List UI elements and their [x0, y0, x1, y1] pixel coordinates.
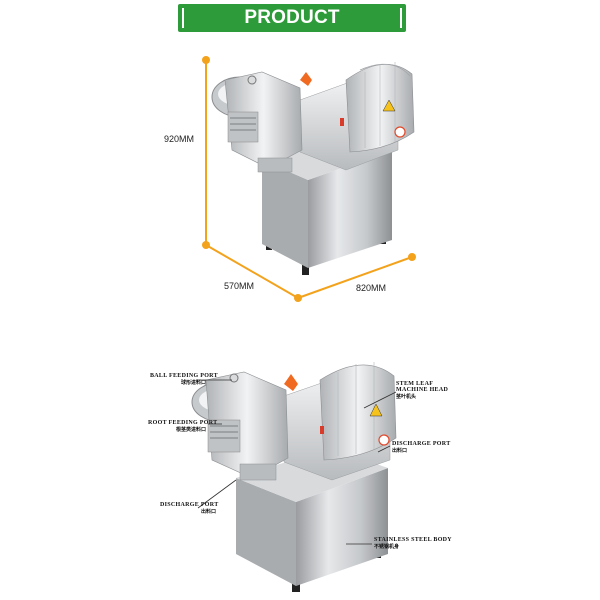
callout-discharge-port-left-cn: 出料口 — [200, 510, 216, 515]
callout-stainless-steel-body-en: STAINLESS STEEL BODY — [374, 537, 452, 543]
callout-stem-leaf-machine-head-cn: 茎叶机头 — [396, 395, 417, 400]
callout-discharge-port-left: DISCHARGE PORT 出料口 — [160, 502, 219, 515]
callout-discharge-port-left-en: DISCHARGE PORT — [160, 502, 219, 508]
callout-discharge-port-right-en: DISCHARGE PORT — [392, 441, 451, 447]
height-dimension-label: 920MM — [164, 134, 195, 144]
depth-dimension-label: 570MM — [224, 281, 255, 291]
banner-title: PRODUCT DESCRIPTION — [225, 7, 359, 56]
machine-illustration-top — [202, 56, 416, 302]
callout-root-feeding-port: ROOT FEEDING PORT 根茎类进料口 — [148, 420, 218, 433]
callout-root-feeding-port-en: ROOT FEEDING PORT — [148, 420, 218, 426]
machine-illustration-bottom — [191, 362, 397, 592]
callout-stainless-steel-body: STAINLESS STEEL BODY 不锈钢机身 — [374, 537, 452, 550]
callout-discharge-port-right-cn: 出料口 — [392, 449, 408, 454]
callout-stem-leaf-machine-head-en: STEM LEAF MACHINE HEAD — [396, 381, 449, 393]
callout-ball-feeding-port: BALL FEEDING PORT 球形进料口 — [150, 373, 218, 386]
callout-discharge-port-right: DISCHARGE PORT 出料口 — [392, 441, 451, 454]
callout-ball-feeding-port-cn: 球形进料口 — [180, 381, 206, 386]
callout-ball-feeding-port-en: BALL FEEDING PORT — [150, 373, 218, 379]
product-description-banner: PRODUCT DESCRIPTION — [178, 4, 406, 56]
callout-stem-leaf-machine-head: STEM LEAF MACHINE HEAD 茎叶机头 — [396, 381, 452, 400]
width-dimension-label: 820MM — [356, 283, 387, 293]
callout-root-feeding-port-cn: 根茎类进料口 — [175, 428, 206, 433]
callout-stainless-steel-body-cn: 不锈钢机身 — [374, 545, 400, 550]
